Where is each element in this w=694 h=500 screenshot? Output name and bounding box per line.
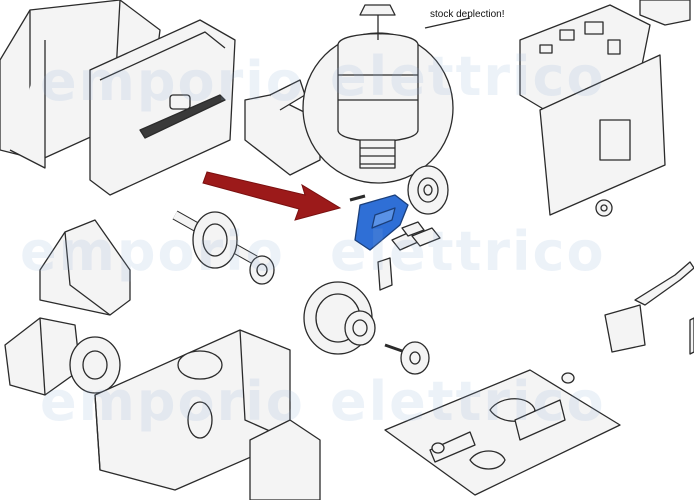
gearbox-housing — [94, 329, 321, 500]
spacer-bushing — [377, 257, 393, 291]
detail-callout-circle — [302, 4, 471, 184]
front-cover — [89, 19, 236, 196]
mounting-bracket — [244, 79, 321, 176]
output-pinion — [69, 336, 121, 394]
limit-switch-part-icon — [349, 194, 409, 251]
housing-cap — [4, 317, 81, 396]
control-board — [519, 0, 691, 111]
drive-shaft-gear — [172, 210, 275, 285]
small-connectors — [391, 221, 441, 251]
release-handle — [39, 219, 131, 316]
gear-wheel — [303, 281, 376, 355]
base-plate — [384, 369, 621, 496]
washer-stack — [407, 165, 449, 215]
switch-lever — [604, 261, 694, 355]
board-plate — [539, 54, 666, 217]
callout-label: stock deplection! — [430, 9, 505, 20]
red-arrow-icon — [202, 171, 342, 221]
spring-pin — [384, 341, 430, 375]
